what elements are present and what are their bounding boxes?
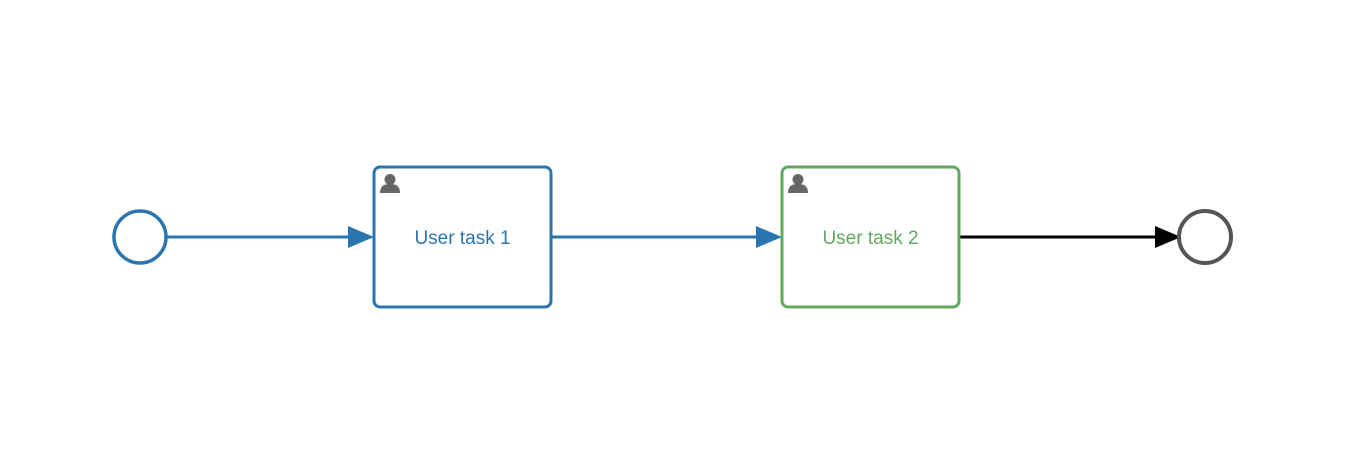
user-icon (788, 174, 808, 193)
sequence-flows (167, 226, 1181, 248)
user-task-2-label: User task 2 (822, 228, 918, 249)
user-task-2[interactable]: User task 2 (780, 165, 961, 309)
user-task-1-label: User task 1 (414, 228, 510, 249)
sequence-flow-task-2-to-end-arrow (1155, 226, 1181, 248)
user-task-1[interactable]: User task 1 (372, 165, 553, 309)
sequence-flow-start-to-task-1-arrow (348, 226, 374, 248)
end-event[interactable] (1177, 209, 1233, 265)
sequence-flow-task-1-to-task-2-arrow (756, 226, 782, 248)
start-event[interactable] (112, 209, 168, 265)
user-icon (380, 174, 400, 193)
user-task-1-box[interactable] (372, 165, 553, 309)
user-task-2-box[interactable] (780, 165, 961, 309)
